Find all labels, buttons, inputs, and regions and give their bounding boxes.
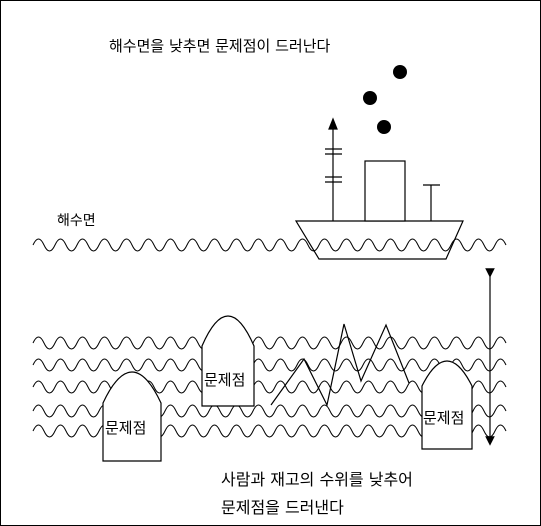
wave-line: [32, 358, 507, 372]
ship-icon: [294, 117, 464, 260]
jagged-peaks: [270, 323, 410, 407]
smoke-dot: [393, 65, 407, 79]
caption-line-2: 문제점을 드러낸다: [221, 498, 344, 517]
problem-rock: [201, 315, 255, 407]
wave-line: [32, 336, 507, 350]
caption-line-1: 사람과 재고의 수위를 낮추어: [221, 470, 413, 489]
problem-label: 문제점: [105, 419, 146, 437]
wave-line: [32, 238, 507, 252]
smoke-dot: [363, 91, 377, 105]
problem-rock: [102, 371, 162, 462]
diagram-title: 해수면을 낮추면 문제점이 드러난다: [109, 37, 331, 55]
sea-level-label: 해수면: [57, 213, 96, 229]
smoke-dot: [377, 120, 391, 134]
problem-rock: [421, 360, 473, 450]
problem-label: 문제점: [204, 371, 245, 389]
problem-label: 문제점: [423, 409, 464, 427]
